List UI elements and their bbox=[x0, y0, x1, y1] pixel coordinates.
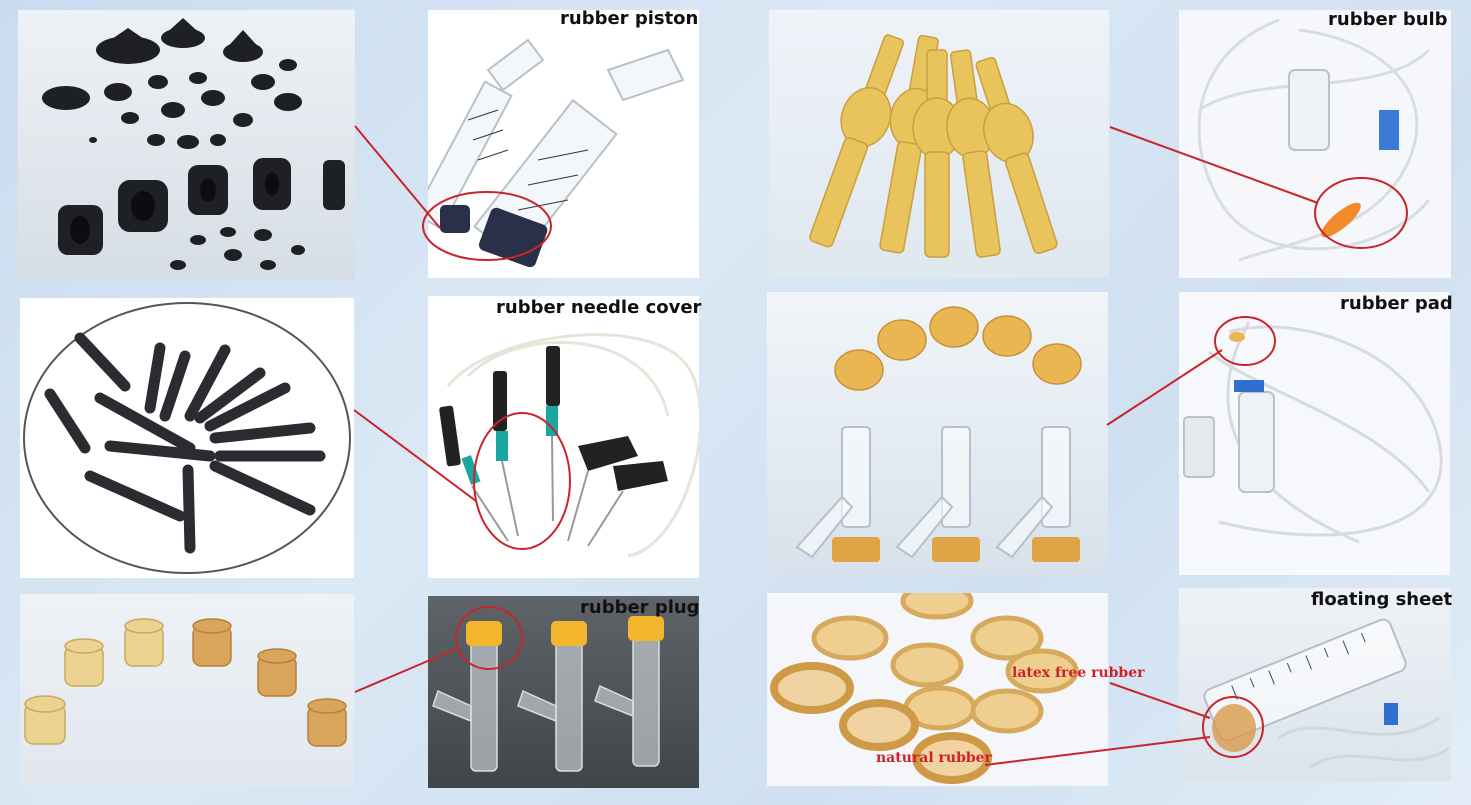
photo-rubber-plugs bbox=[20, 594, 354, 787]
amber-rubber-bulbs-illustration bbox=[809, 34, 1058, 258]
rubber-plugs-illustration bbox=[24, 618, 347, 747]
label-rubber-plug: rubber plug bbox=[580, 597, 700, 618]
label-rubber-piston: rubber piston bbox=[560, 8, 699, 29]
needle-covers-illustration bbox=[23, 302, 351, 574]
photo-y-connectors-with-plugs bbox=[428, 596, 699, 788]
label-rubber-pad: rubber pad bbox=[1340, 293, 1453, 314]
iv-set-pad-illustration bbox=[1183, 321, 1443, 544]
photo-rubber-pads-y-connectors bbox=[767, 292, 1108, 575]
photo-black-rubber-grommets bbox=[18, 10, 355, 280]
label-rubber-needle-cover: rubber needle cover bbox=[496, 297, 702, 318]
iv-burette-illustration bbox=[1203, 618, 1450, 770]
photo-amber-rubber-bulbs bbox=[769, 10, 1109, 278]
photo-black-needle-covers bbox=[20, 298, 354, 578]
needles-illustration bbox=[439, 333, 699, 558]
y-connectors-illustration bbox=[432, 616, 664, 772]
rubber-pads-illustration bbox=[795, 306, 1082, 562]
photo-iv-set-rubber-bulb bbox=[1179, 10, 1451, 278]
syringes-illustration bbox=[428, 38, 685, 268]
iv-set-bulb-illustration bbox=[1197, 18, 1431, 262]
photo-syringes bbox=[428, 10, 699, 278]
black-rubber-grommets-illustration bbox=[42, 18, 345, 270]
floating-sheets-illustration bbox=[770, 593, 1079, 784]
photo-needles-with-covers bbox=[428, 296, 699, 578]
label-rubber-bulb: rubber bulb bbox=[1328, 9, 1448, 30]
label-latex-free-rubber: latex free rubber bbox=[1012, 665, 1145, 681]
label-natural-rubber: natural rubber bbox=[876, 750, 992, 766]
photo-iv-burette-floating-sheet bbox=[1179, 588, 1451, 781]
label-floating-sheet: floating sheet bbox=[1311, 589, 1453, 610]
photo-iv-set-rubber-pad bbox=[1179, 292, 1450, 575]
